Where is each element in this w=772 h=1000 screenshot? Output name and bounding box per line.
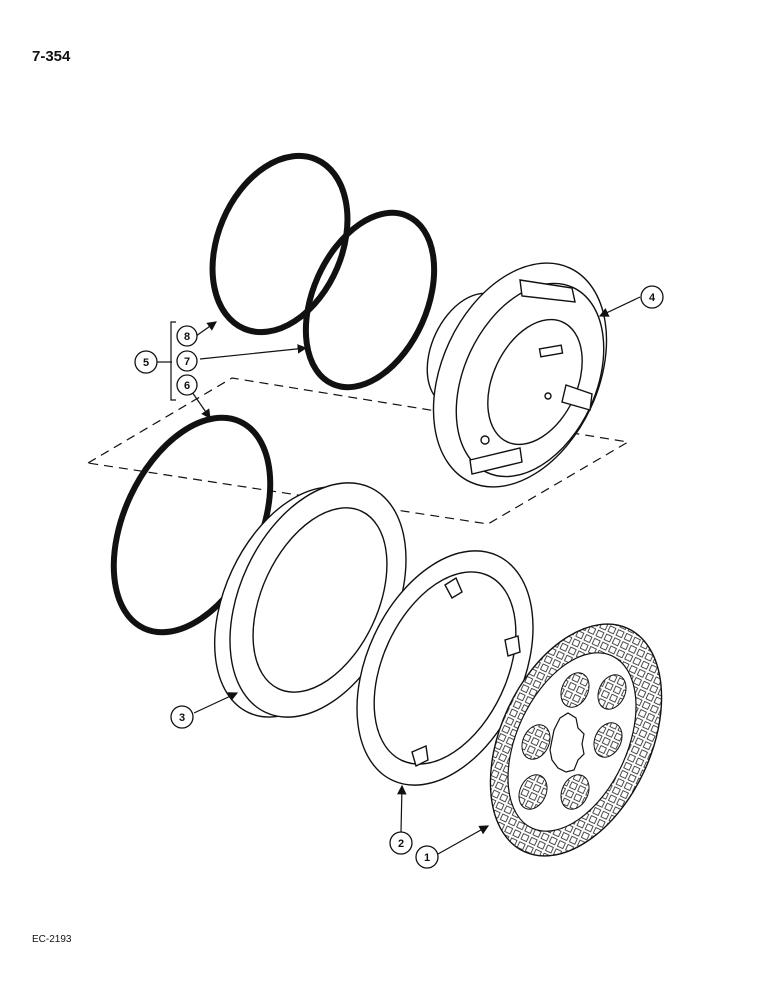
- callout-8: 8: [176, 325, 198, 347]
- callout-5-label: 5: [143, 357, 149, 369]
- callout-6-label: 6: [184, 380, 190, 392]
- callout-8-label: 8: [184, 331, 190, 343]
- backing-plate-3: [213, 482, 407, 718]
- callout-5: 5: [134, 350, 158, 374]
- callout-3-label: 3: [179, 712, 185, 724]
- callout-1-label: 1: [424, 852, 430, 864]
- callout-4-label: 4: [649, 292, 656, 304]
- figure-code: EC-2193: [32, 934, 72, 945]
- leader-lines: [157, 296, 641, 855]
- callout-7-label: 7: [184, 356, 190, 368]
- separator-plate-2: [356, 550, 534, 786]
- piston-housing-4: [426, 262, 608, 488]
- sealing-ring-7: [302, 209, 438, 391]
- friction-disc-1: [489, 623, 663, 857]
- sealing-ring-8: [209, 152, 351, 336]
- callout-3: 3: [170, 705, 194, 729]
- page-number: 7-354: [32, 48, 71, 65]
- callout-7: 7: [176, 350, 198, 372]
- callout-2: 2: [389, 831, 413, 855]
- callout-1: 1: [415, 845, 439, 869]
- dashed-plane-outline: [86, 377, 630, 525]
- callout-2-label: 2: [398, 838, 404, 850]
- callout-4: 4: [640, 285, 664, 309]
- callout-6: 6: [176, 374, 198, 396]
